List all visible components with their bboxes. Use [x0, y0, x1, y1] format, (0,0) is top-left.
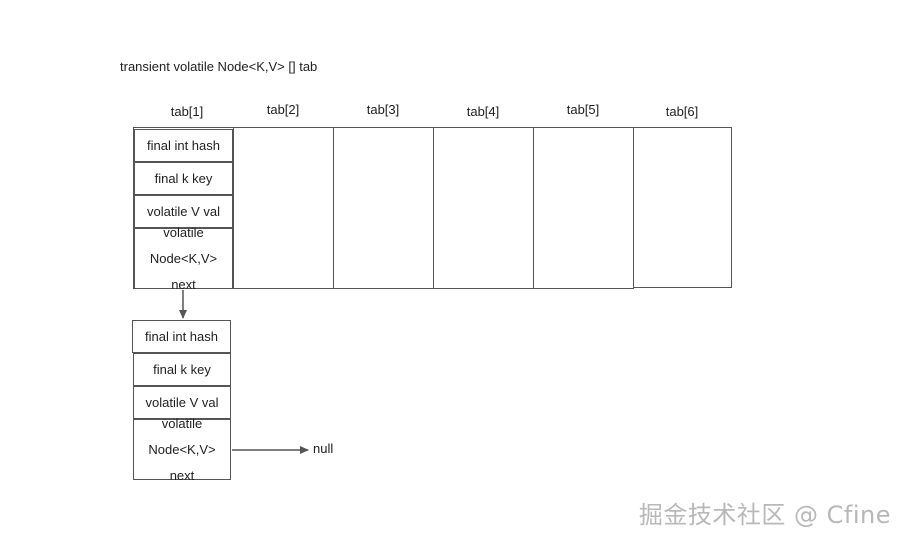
- node1-key-field: final k key: [134, 162, 233, 195]
- node1-hash-field: final int hash: [134, 129, 233, 162]
- array-slot-tab-4: [433, 127, 534, 289]
- array-slot-tab-3: [333, 127, 434, 289]
- node2-val-field: volatile V val: [133, 386, 231, 419]
- node2-next-line2: Node<K,V>: [148, 442, 216, 457]
- node1-next-field: volatile Node<K,V> next: [134, 225, 233, 292]
- node2-key-field: final k key: [133, 353, 231, 386]
- column-label-tab-2: tab[2]: [266, 102, 300, 117]
- array-slot-tab-6: [633, 127, 732, 288]
- null-label: null: [313, 441, 334, 456]
- column-label-tab-1: tab[1]: [170, 104, 204, 119]
- node2-next-line1: volatile: [161, 416, 203, 431]
- column-label-tab-6: tab[6]: [665, 104, 699, 119]
- node2-hash-field: final int hash: [132, 320, 231, 353]
- array-declaration-title: transient volatile Node<K,V> [] tab: [120, 59, 318, 74]
- node1-next-line1: volatile: [163, 225, 204, 240]
- node1-val-field: volatile V val: [134, 195, 233, 228]
- node2-next-field: volatile Node<K,V> next: [133, 416, 231, 483]
- watermark: 掘金技术社区 @ Cfine: [638, 501, 891, 529]
- array-slot-tab-2: [233, 127, 334, 289]
- node2-next-line3: next: [169, 468, 195, 483]
- column-label-tab-3: tab[3]: [366, 102, 400, 117]
- node1-next-line2: Node<K,V>: [149, 251, 218, 266]
- node1-next-line3: next: [171, 277, 196, 292]
- column-label-tab-5: tab[5]: [566, 102, 600, 117]
- column-label-tab-4: tab[4]: [466, 104, 500, 119]
